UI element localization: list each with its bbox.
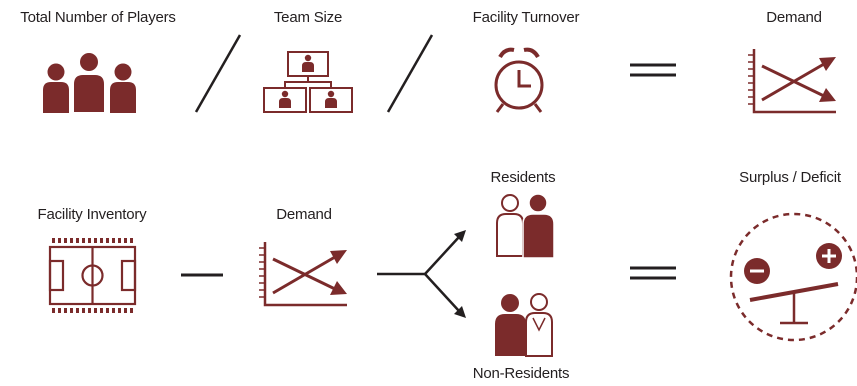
residents-label: Residents xyxy=(490,169,556,186)
facility-turnover-label: Facility Turnover xyxy=(472,9,580,26)
players-group-icon xyxy=(43,51,136,114)
equals-operator-1 xyxy=(630,63,676,77)
demand-label-bottom: Demand xyxy=(276,206,332,223)
plus-circle-icon xyxy=(816,243,842,269)
minus-circle-icon xyxy=(744,258,770,284)
balance-scale-icon xyxy=(729,212,857,342)
demand-label-top: Demand xyxy=(766,9,822,26)
soccer-field-icon xyxy=(48,238,137,313)
alarm-clock-icon xyxy=(494,47,544,113)
total-players-label: Total Number of Players xyxy=(20,9,176,26)
team-hierarchy-icon xyxy=(263,51,353,113)
equals-operator-2 xyxy=(630,266,676,280)
facility-inventory-label: Facility Inventory xyxy=(37,206,147,223)
team-size-label: Team Size xyxy=(273,9,343,26)
divide-operator-2 xyxy=(386,34,434,113)
residents-icon xyxy=(496,193,555,259)
split-arrow xyxy=(377,230,466,318)
non-residents-label: Non-Residents xyxy=(472,365,570,382)
surplus-deficit-label: Surplus / Deficit xyxy=(739,169,841,186)
demand-chart-icon xyxy=(748,49,836,114)
demand-chart-icon xyxy=(259,242,347,307)
divide-operator-1 xyxy=(194,34,242,113)
non-residents-icon xyxy=(495,293,553,357)
